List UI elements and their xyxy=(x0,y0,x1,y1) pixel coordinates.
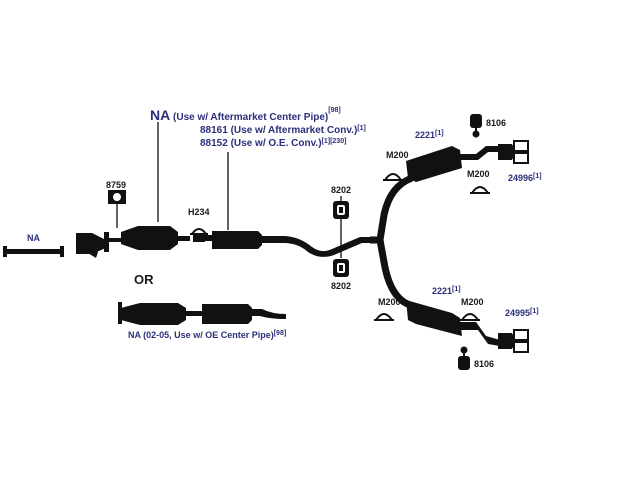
clamp-m200-top-left xyxy=(383,173,403,181)
label-8106-bottom: 8106 xyxy=(474,359,495,369)
label-h234: H234 xyxy=(188,207,210,217)
alternative-center-pipe xyxy=(118,302,286,325)
exhaust-tip-24996 xyxy=(498,140,529,164)
inlet-pipe-na xyxy=(3,246,64,257)
hanger-8106-bottom xyxy=(458,346,470,370)
front-y-pipe xyxy=(76,232,109,258)
hanger-8106-top xyxy=(470,114,482,138)
muffler-top-2221 xyxy=(406,146,500,182)
clamp-m200-top-right xyxy=(470,186,490,194)
clamp-h234 xyxy=(190,228,208,242)
label-8202-bottom: 8202 xyxy=(331,281,352,291)
hanger-8202-top xyxy=(333,201,349,219)
rear-y-pipes xyxy=(370,174,414,309)
label-m200-top-left: M200 xyxy=(386,150,409,160)
exhaust-tip-24995 xyxy=(498,329,529,353)
gasket-8759 xyxy=(108,190,126,204)
label-88161: 88161 (Use w/ Aftermarket Conv.)[1] xyxy=(200,125,366,136)
label-24996: 24996[1] xyxy=(508,173,542,183)
label-na-left: NA xyxy=(27,233,40,243)
hanger-8202-bottom xyxy=(333,259,349,277)
label-88152: 88152 (Use w/ O.E. Conv.)[1][230] xyxy=(200,138,347,149)
label-24995: 24995[1] xyxy=(505,308,539,318)
label-8106-top: 8106 xyxy=(486,118,507,128)
label-m200-bottom-left: M200 xyxy=(378,297,401,307)
label-na-top: NA (Use w/ Aftermarket Center Pipe)[98] xyxy=(150,107,341,123)
label-m200-bottom-right: M200 xyxy=(461,297,484,307)
label-m200-top-right: M200 xyxy=(467,169,490,179)
label-na-bottom: NA (02-05, Use w/ OE Center Pipe)[98] xyxy=(128,330,287,340)
front-catalytic-converter xyxy=(109,226,190,250)
label-2221-bottom: 2221[1] xyxy=(432,286,461,296)
clamp-m200-bottom-left xyxy=(374,313,394,321)
label-2221-top: 2221[1] xyxy=(415,130,444,140)
label-8202-top: 8202 xyxy=(331,185,352,195)
muffler-bottom-2221 xyxy=(406,300,500,346)
label-or: OR xyxy=(134,272,154,287)
center-pipe-converter xyxy=(205,231,380,257)
label-8759: 8759 xyxy=(106,180,127,190)
clamp-m200-bottom-right xyxy=(460,313,480,321)
